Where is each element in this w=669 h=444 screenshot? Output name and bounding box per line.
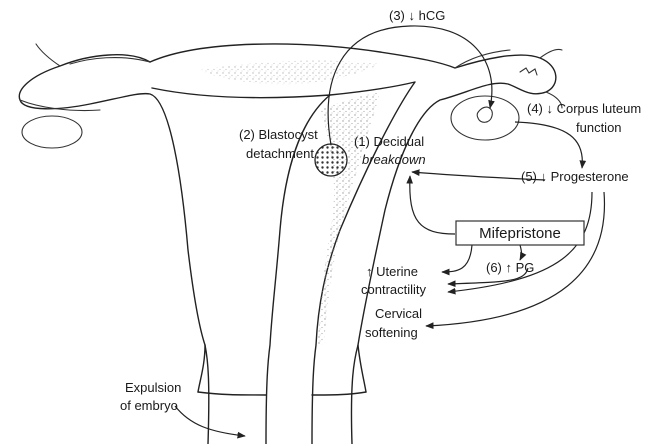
label-hcg: (3) ↓ hCG xyxy=(389,8,445,23)
label-corpus-luteum-2: function xyxy=(576,120,622,135)
label-mifepristone: Mifepristone xyxy=(479,225,561,242)
label-blastocyst-1: (2) Blastocyst xyxy=(239,127,318,142)
label-decidual-2: breakdown xyxy=(362,152,426,167)
label-decidual-1: (1) Decidual xyxy=(354,134,424,149)
label-corpus-luteum-1: (4) ↓ Corpus luteum xyxy=(527,101,641,116)
label-pg: (6) ↑ PG xyxy=(486,260,534,275)
label-uterine-2: contractility xyxy=(361,282,427,297)
label-cervical-2: softening xyxy=(365,325,418,340)
label-uterine-1: ↑ Uterine xyxy=(366,264,418,279)
label-cervical-1: Cervical xyxy=(375,306,422,321)
label-expulsion-1: Expulsion xyxy=(125,380,181,395)
label-expulsion-2: of embryo xyxy=(120,398,178,413)
decidua-stipple-fundus xyxy=(200,61,380,85)
decidua-stipple xyxy=(318,92,380,345)
label-blastocyst-2: detachment xyxy=(246,146,314,161)
blastocyst xyxy=(315,144,347,176)
label-progesterone: (5) ↓ Progesterone xyxy=(521,169,629,184)
